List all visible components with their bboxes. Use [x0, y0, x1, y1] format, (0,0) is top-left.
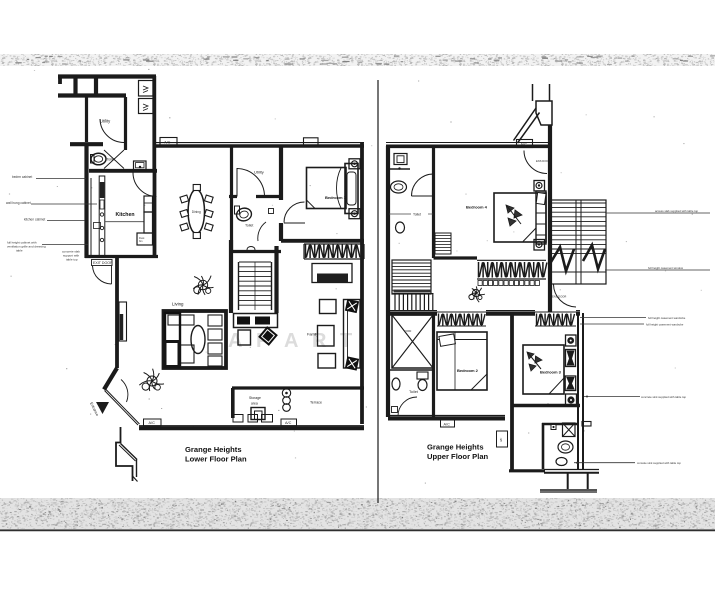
svg-text:Bedroom 4: Bedroom 4 — [466, 205, 488, 210]
svg-text:Grange Heights: Grange Heights — [427, 443, 484, 452]
svg-text:ENS DOOR: ENS DOOR — [536, 159, 550, 163]
svg-text:Dining: Dining — [192, 210, 201, 214]
svg-text:Bedroom 2: Bedroom 2 — [457, 368, 479, 373]
svg-text:full height casement wardrobe: full height casement wardrobe — [646, 323, 684, 327]
svg-text:Utility: Utility — [100, 119, 111, 124]
svg-text:console sink supplied with tab: console sink supplied with table top — [637, 461, 681, 465]
svg-text:A/C: A/C — [521, 143, 528, 147]
svg-text:Grange Heights: Grange Heights — [185, 445, 242, 454]
svg-text:bin: bin — [139, 239, 143, 243]
svg-text:access slab supplied with tabl: access slab supplied with table top — [655, 209, 699, 213]
svg-text:area: area — [251, 402, 258, 406]
svg-text:Toilet: Toilet — [413, 213, 421, 217]
svg-text:EXIT DOOR: EXIT DOOR — [93, 261, 113, 265]
svg-text:bedrm cabinet: bedrm cabinet — [12, 175, 32, 179]
svg-text:Living: Living — [172, 302, 184, 307]
svg-text:Family: Family — [307, 333, 318, 337]
svg-text:A/C: A/C — [164, 141, 171, 145]
svg-text:concrete sink supplied with ta: concrete sink supplied with table top — [641, 395, 686, 399]
svg-text:A/C: A/C — [444, 422, 451, 426]
svg-text:full height casement wardrobe: full height casement wardrobe — [648, 316, 686, 320]
svg-text:Bedroom 1: Bedroom 1 — [325, 195, 347, 200]
svg-text:Bedroom 3: Bedroom 3 — [540, 370, 562, 375]
svg-text:full height casement window: full height casement window — [648, 266, 684, 270]
svg-text:table: table — [16, 249, 23, 253]
svg-text:Dust: Dust — [139, 236, 145, 240]
svg-text:A: A — [228, 330, 242, 352]
svg-text:Utility: Utility — [254, 170, 264, 175]
svg-text:Terrace: Terrace — [310, 401, 322, 405]
svg-text:Toilet: Toilet — [409, 390, 419, 394]
svg-text:A: A — [284, 330, 298, 352]
svg-text:Toilet: Toilet — [245, 224, 253, 228]
svg-text:Upper Floor Plan: Upper Floor Plan — [427, 452, 489, 461]
svg-text:full height cabinet with: full height cabinet with — [7, 241, 37, 245]
svg-text:A/C: A/C — [149, 421, 156, 425]
svg-text:ENS DOOR: ENS DOOR — [552, 295, 566, 299]
svg-text:Toilet: Toilet — [107, 158, 115, 162]
svg-text:support with: support with — [63, 254, 80, 258]
svg-text:3/F: 3/F — [499, 437, 503, 442]
svg-text:Kitchen: Kitchen — [116, 212, 135, 218]
svg-text:ventilation grille and dressin: ventilation grille and dressing — [7, 245, 46, 249]
svg-text:Lower Floor Plan: Lower Floor Plan — [185, 455, 247, 464]
svg-text:concrete slab: concrete slab — [62, 250, 80, 254]
svg-text:A/C: A/C — [285, 421, 292, 425]
svg-text:table top: table top — [66, 258, 78, 262]
svg-text:Entrance: Entrance — [89, 402, 99, 417]
svg-text:wall hung cabinet: wall hung cabinet — [6, 201, 31, 205]
svg-text:T: T — [340, 330, 352, 352]
svg-text:kitchen cabinet: kitchen cabinet — [24, 218, 45, 222]
svg-text:Storage: Storage — [249, 396, 261, 400]
svg-text:VOID: VOID — [404, 329, 412, 333]
